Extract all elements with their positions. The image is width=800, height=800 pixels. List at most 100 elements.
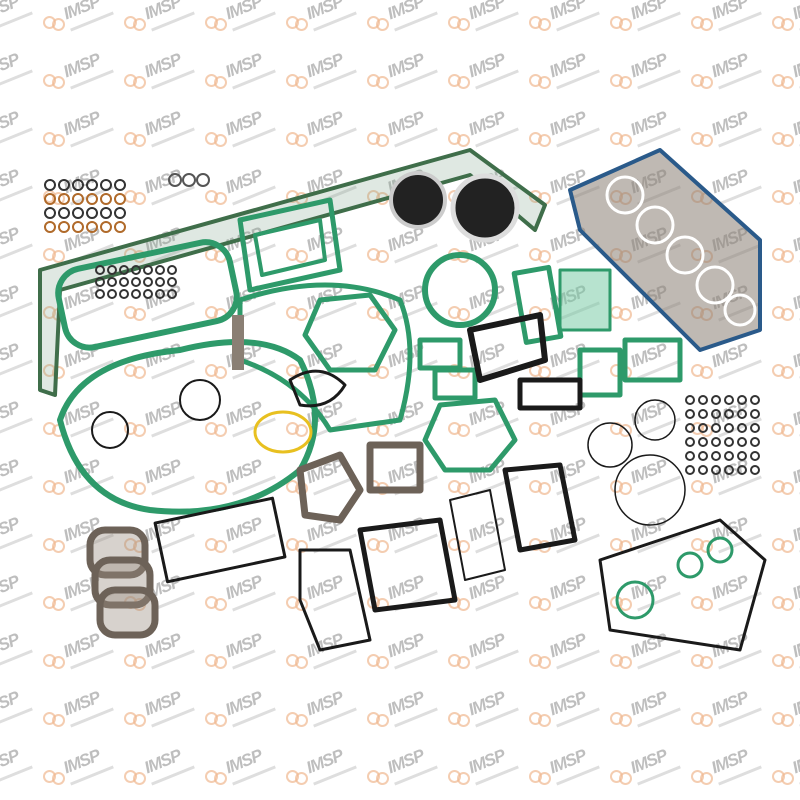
watermark-logo: IMSP [527,454,607,504]
yellow-o-ring [253,410,313,454]
o-ring [698,437,708,447]
watermark-logo: IMSP [122,396,202,446]
o-ring [58,179,70,191]
o-ring [143,277,153,287]
o-ring [737,409,747,419]
watermark-logo: IMSP [203,48,283,98]
watermark-logo: IMSP [122,686,202,736]
o-ring [114,179,126,191]
watermark-logo: IMSP [689,744,769,794]
watermark-logo: IMSP [122,628,202,678]
watermark-logo: IMSP [122,744,202,794]
watermark-logo: IMSP [689,686,769,736]
watermark-logo: IMSP [365,48,445,98]
watermark-logo: IMSP [41,48,121,98]
watermark-logo: IMSP [770,454,800,504]
o-ring [685,451,695,461]
valve-cover-gasket [55,239,240,351]
watermark-logo: IMSP [122,338,202,388]
o-ring [119,265,129,275]
o-ring [750,437,760,447]
o-ring [100,193,112,205]
watermark-logo: IMSP [446,396,526,446]
hex-gasket [422,397,518,473]
watermark-logo: IMSP [770,686,800,736]
watermark-logo: IMSP [527,686,607,736]
o-ring [58,221,70,233]
cylinder-head-gasket [568,148,762,352]
watermark-logo: IMSP [446,744,526,794]
o-ring [698,423,708,433]
watermark-logo: IMSP [770,396,800,446]
watermark-logo: IMSP [527,48,607,98]
o-ring [685,437,695,447]
watermark-logo: IMSP [446,0,526,40]
watermark-logo: IMSP [770,164,800,214]
watermark-logo: IMSP [41,570,121,620]
watermark-logo: IMSP [770,628,800,678]
o-ring [119,277,129,287]
o-ring [131,277,141,287]
watermark-logo: IMSP [527,628,607,678]
watermark-logo: IMSP [284,222,364,272]
front-cover-gasket [237,282,413,433]
watermark-logo: IMSP [203,454,283,504]
watermark-logo: IMSP [689,454,769,504]
o-ring [86,207,98,219]
watermark-logo: IMSP [41,106,121,156]
watermark-logo: IMSP [41,744,121,794]
watermark-logo: IMSP [365,628,445,678]
o-ring [711,395,721,405]
crank-seal [389,171,447,229]
watermark-logo: IMSP [446,48,526,98]
watermark-logo: IMSP [446,628,526,678]
o-ring [685,423,695,433]
o-ring [167,289,177,299]
turbo-gasket [296,451,364,524]
pump-gasket [302,292,398,373]
o-ring [58,193,70,205]
o-ring [724,409,734,419]
o-ring [698,409,708,419]
watermark-logo: IMSP [689,48,769,98]
watermark-logo: IMSP [608,0,688,40]
o-ring [182,173,196,187]
rocker-gasket [237,197,343,293]
o-ring [685,395,695,405]
watermark-logo: IMSP [203,570,283,620]
o-ring [737,451,747,461]
o-ring [750,465,760,475]
intake-gasket [467,312,548,383]
o-ring [131,265,141,275]
o-ring [114,207,126,219]
watermark-logo: IMSP [41,628,121,678]
watermark-logo: IMSP [608,396,688,446]
watermark-logo: IMSP [122,0,202,40]
watermark-logo: IMSP [365,106,445,156]
o-ring [750,395,760,405]
o-ring [750,423,760,433]
o-ring [711,409,721,419]
o-ring [724,423,734,433]
watermark-logo: IMSP [203,396,283,446]
o-ring [698,465,708,475]
o-ring [737,395,747,405]
watermark-logo: IMSP [284,48,364,98]
exhaust-gaskets [86,526,159,639]
watermark-logo: IMSP [608,106,688,156]
watermark-logo: IMSP [284,396,364,446]
watermark-logo: IMSP [203,744,283,794]
watermark-logo: IMSP [122,454,202,504]
o-ring [698,395,708,405]
watermark-logo: IMSP [770,222,800,272]
watermark-logo: IMSP [527,222,607,272]
oil-cooler-gasket [598,518,767,652]
watermark-logo: IMSP [284,0,364,40]
watermark-logo: IMSP [527,0,607,40]
o-ring [114,193,126,205]
o-ring [168,173,182,187]
watermark-logo: IMSP [446,686,526,736]
o-ring [44,207,56,219]
